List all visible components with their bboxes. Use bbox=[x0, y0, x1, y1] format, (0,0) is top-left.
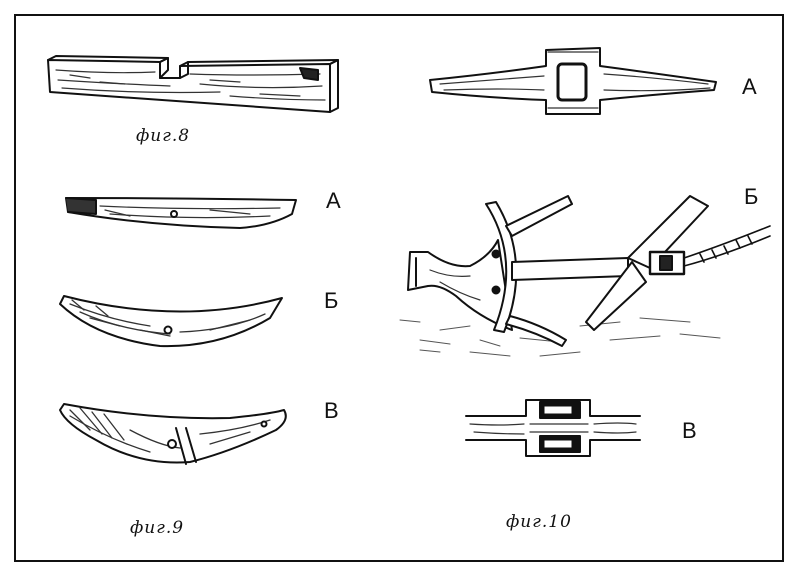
caption-fig9: фиг.9 bbox=[130, 518, 185, 538]
label-fig10-a: А bbox=[742, 74, 757, 99]
page-border bbox=[14, 14, 784, 562]
fig8-beam-drawing bbox=[47, 55, 339, 113]
label-fig9-b: Б bbox=[324, 288, 339, 313]
label-fig9-a: А bbox=[326, 188, 341, 213]
fig9-a-drawing bbox=[65, 197, 297, 229]
caption-fig10: фиг.10 bbox=[506, 512, 572, 532]
caption-fig8: фиг.8 bbox=[136, 126, 191, 146]
fig9-b-drawing bbox=[59, 295, 283, 348]
fig9-v-drawing bbox=[59, 403, 287, 465]
fig10-b-drawing bbox=[399, 195, 771, 357]
label-fig10-v: В bbox=[682, 418, 697, 443]
label-fig9-v: В bbox=[324, 398, 339, 423]
fig10-a-drawing bbox=[429, 47, 717, 115]
fig10-v-drawing bbox=[465, 399, 641, 457]
label-fig10-b: Б bbox=[744, 184, 759, 209]
